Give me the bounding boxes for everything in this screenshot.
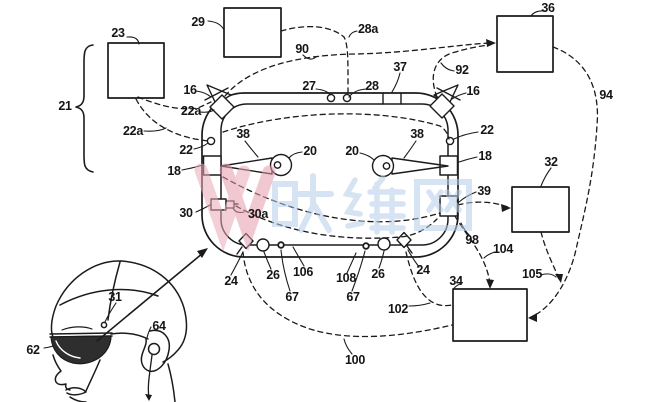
ref-label-28a: 28a [358, 22, 378, 36]
brace-21 [76, 45, 93, 172]
corner-mirror-right-16 [430, 85, 460, 118]
ref-label-67: 67 [346, 290, 360, 304]
ref-label-67: 67 [285, 290, 299, 304]
ref-label-106: 106 [293, 265, 313, 279]
bottom-emitter-24-right [397, 233, 412, 254]
sensor-dot-31 [101, 322, 106, 327]
ref-label-28: 28 [365, 79, 379, 93]
ref-label-22a: 22a [181, 104, 201, 118]
ref-label-108: 108 [336, 271, 356, 285]
ref-label-21: 21 [58, 99, 72, 113]
cable-arrowhead [145, 394, 152, 401]
side-sensor-22-right [446, 137, 453, 144]
ref-label-24: 24 [416, 263, 430, 277]
ref-label-36: 36 [541, 1, 555, 15]
head-figure [50, 261, 186, 402]
ref-label-22: 22 [480, 123, 494, 137]
ear-outline [141, 330, 169, 371]
ref-label-27: 27 [302, 79, 316, 93]
box-29 [224, 8, 281, 57]
ref-label-31: 31 [108, 290, 122, 304]
ref-label-30a: 30a [248, 207, 268, 221]
link-90 [225, 43, 491, 96]
ref-label-102: 102 [388, 302, 408, 316]
box-34 [453, 289, 527, 341]
box-23 [108, 43, 164, 98]
ref-label-18: 18 [167, 164, 181, 178]
ref-label-30: 30 [179, 206, 193, 220]
ref-label-20: 20 [303, 144, 317, 158]
glasses-temple [111, 333, 148, 339]
box-36 [497, 16, 553, 72]
ref-label-24: 24 [224, 274, 238, 288]
link-inner-top [223, 114, 449, 139]
earbud-64 [149, 344, 160, 355]
ref-label-26: 26 [266, 268, 280, 282]
ref-label-20: 20 [345, 144, 359, 158]
ref-label-38: 38 [236, 127, 250, 141]
ref-label-98: 98 [465, 233, 479, 247]
bottom-dot-67-left [278, 242, 284, 248]
lens-gloss [56, 341, 80, 358]
skull-outline [51, 261, 121, 337]
ref-label-90: 90 [295, 42, 309, 56]
ref-label-32: 32 [544, 155, 558, 169]
top-sensor-27 [327, 94, 334, 101]
box-32 [512, 187, 569, 232]
ref-label-100: 100 [345, 353, 365, 367]
ref-label-62: 62 [26, 343, 40, 357]
ref-label-105: 105 [522, 267, 542, 281]
hair-line-1 [60, 290, 158, 305]
neck-back [168, 364, 175, 402]
ref-label-39: 39 [477, 184, 491, 198]
ref-label-92: 92 [455, 63, 469, 77]
link-28a [281, 27, 348, 93]
nose-profile [53, 355, 70, 390]
rim-segment-37 [383, 94, 401, 105]
corner-mirror-left-16 [205, 85, 234, 119]
ref-label-18: 18 [478, 149, 492, 163]
ref-label-23: 23 [111, 26, 125, 40]
brow-line [62, 327, 92, 330]
ref-label-34: 34 [449, 274, 463, 288]
ref-label-94: 94 [599, 88, 613, 102]
ref-label-16: 16 [466, 84, 480, 98]
connector-arrowheads [486, 39, 563, 322]
ref-label-22: 22 [179, 143, 193, 157]
ref-label-104: 104 [493, 242, 513, 256]
ref-label-26: 26 [371, 267, 385, 281]
ref-label-29: 29 [191, 15, 205, 29]
link-92 [433, 45, 490, 97]
ref-label-37: 37 [393, 60, 407, 74]
top-sensor-28 [343, 94, 350, 101]
glasses-lens [51, 336, 111, 364]
ref-label-38: 38 [410, 127, 424, 141]
link-102 [406, 252, 452, 306]
module-boxes [108, 8, 569, 341]
link-22a-lower [136, 99, 208, 141]
link-94 [531, 47, 597, 317]
hair-line-2 [108, 262, 120, 320]
bottom-dot-67-right [363, 243, 369, 249]
ref-label-22a: 22a [123, 124, 143, 138]
link-100 [243, 252, 452, 337]
cheek-line [86, 360, 100, 391]
head-back [121, 261, 186, 362]
ref-label-16: 16 [183, 83, 197, 97]
ref-label-64: 64 [152, 319, 166, 333]
